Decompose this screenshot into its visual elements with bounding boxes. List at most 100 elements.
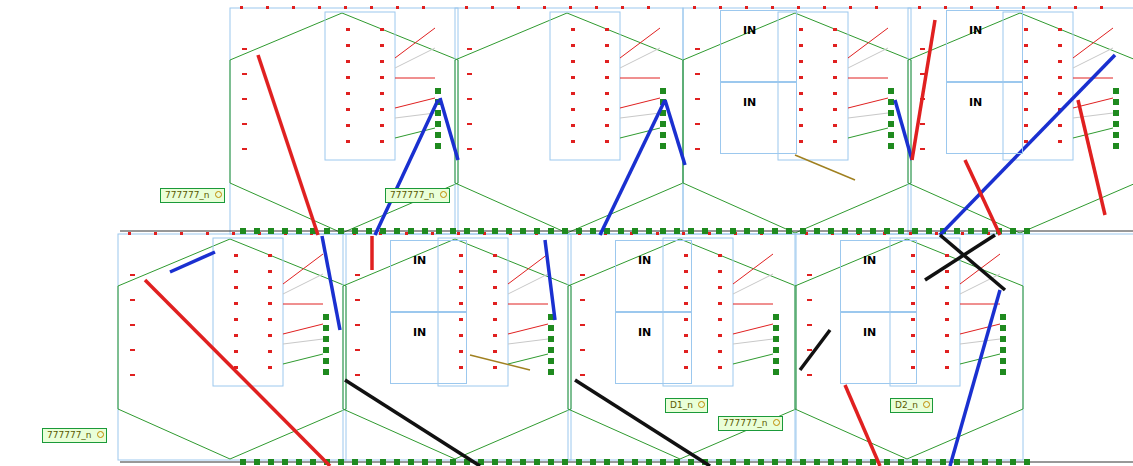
pin-mark [318,6,321,9]
pin-mark [459,302,463,305]
pin-mark [945,334,949,337]
pin-mark [571,28,575,31]
port-square [435,88,441,94]
pin-mark [911,286,915,289]
pin-mark [234,302,238,305]
port-block: IN [720,10,797,82]
fan-wire [848,78,888,79]
port-square [660,143,666,149]
bus-pin [240,459,246,465]
pin-mark [240,6,243,9]
bus-pin [898,459,904,465]
fan-wire [620,48,660,68]
block-label: IN [616,241,691,266]
bus-pin [534,228,540,234]
pin-mark [346,140,350,143]
bus-pin [436,228,442,234]
bus-pin [786,459,792,465]
net-port-label: 777777_n [718,416,783,431]
pin-mark [718,286,722,289]
pin-mark [355,374,360,376]
pin-mark [718,350,722,353]
pin-mark [1058,28,1062,31]
pin-mark [459,350,463,353]
net-port-label: 777777_n [385,188,450,203]
net-wire [895,100,912,160]
pin-mark [493,366,497,369]
inner-block [1003,12,1073,160]
pin-mark [380,60,384,63]
cell-frame [908,8,1133,234]
pin-mark [128,232,131,235]
pin-mark [771,6,774,9]
pin-mark [493,318,497,321]
pin-mark [807,324,812,326]
pin-mark [346,76,350,79]
cell-frame [230,8,458,234]
port-block: IN [946,82,1023,154]
bus-pin [520,228,526,234]
pin-mark [380,44,384,47]
pin-mark [346,28,350,31]
fan-wire [1073,128,1113,138]
bus-pin [660,228,666,234]
fan-wire [848,98,888,108]
fan-wire [733,339,773,344]
hex-outline [795,239,1023,459]
pin-mark [719,6,722,9]
bus-pin [982,459,988,465]
net-wire [800,330,830,370]
fan-wire [620,98,660,108]
bus-pin [814,459,820,465]
pin-mark [918,6,921,9]
block-label: IN [947,83,1022,108]
bus-pin [576,228,582,234]
block-label: IN [947,11,1022,36]
port-square [888,121,894,127]
pin-mark [909,232,912,235]
pin-mark [621,6,624,9]
port-square [1000,336,1006,342]
pin-mark [961,232,964,235]
pin-mark [1024,44,1028,47]
bus-pin [520,459,526,465]
pin-mark [718,254,722,257]
pin-mark [467,73,472,75]
pin-mark [517,6,520,9]
net-wire [145,280,330,466]
pin-mark [571,60,575,63]
pin-mark [799,60,803,63]
bus-pin [1010,459,1016,465]
port-square [323,314,329,320]
pin-mark [693,6,696,9]
pin-mark [355,349,360,351]
port-square [888,88,894,94]
pin-mark [605,28,609,31]
pin-mark [346,44,350,47]
pin-mark [1058,76,1062,79]
pin-mark [833,28,837,31]
port-square [1113,121,1119,127]
pin-mark [605,76,609,79]
pin-mark [380,140,384,143]
pin-mark [682,232,685,235]
bus-pin [772,459,778,465]
block-label: IN [721,83,796,108]
bus-pin [912,459,918,465]
pin-mark [911,318,915,321]
bus-pin [926,459,932,465]
pin-mark [833,76,837,79]
pin-mark [807,374,812,376]
bus-pin [590,459,596,465]
net-wire [345,380,480,466]
pin-mark [459,334,463,337]
fan-wire [283,339,323,344]
bus-pin [632,228,638,234]
pin-mark [355,274,360,276]
fan-wire [283,304,323,305]
bus-pin [366,228,372,234]
pin-mark [605,124,609,127]
pin-mark [920,148,925,150]
pin-mark [268,286,272,289]
